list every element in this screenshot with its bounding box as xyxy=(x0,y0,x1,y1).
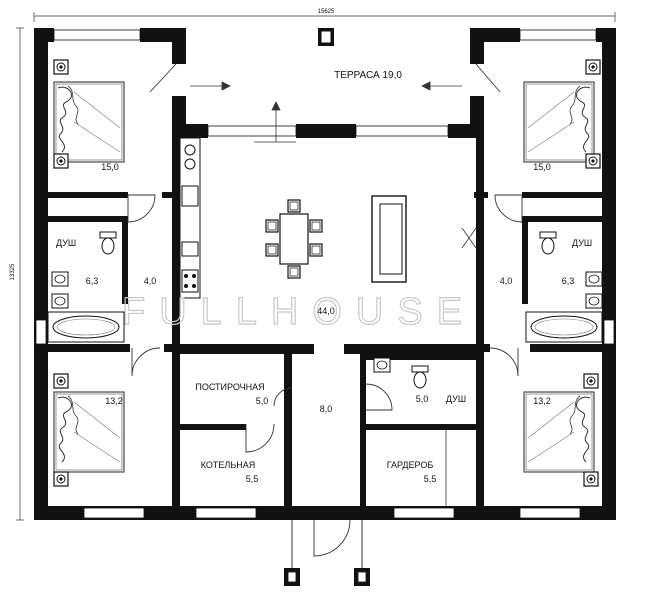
label-hall-left: 4,0 xyxy=(144,276,157,286)
label-boiler: КОТЕЛЬНАЯ xyxy=(201,460,255,470)
label-shower-right-area: 6,3 xyxy=(562,276,575,286)
label-bedroom-bottom-left: 13,2 xyxy=(105,396,123,406)
label-wardrobe-area: 5,5 xyxy=(424,474,437,484)
bed-top-right xyxy=(523,81,595,163)
label-wardrobe: ГАРДЕРОБ xyxy=(387,460,434,470)
nightstands xyxy=(53,59,601,487)
label-living: 44,0 xyxy=(317,306,335,316)
porch xyxy=(287,520,367,583)
label-shower-center: ДУШ xyxy=(446,394,466,404)
label-laundry-area: 5,0 xyxy=(256,396,269,406)
windows xyxy=(35,29,615,519)
label-shower-right: ДУШ xyxy=(572,238,592,248)
label-bedroom-top-right: 15,0 xyxy=(533,162,551,172)
label-shower-left-area: 6,3 xyxy=(86,276,99,286)
label-terrace: ТЕРРАСА 19,0 xyxy=(334,70,402,81)
watermark: FULLHOUSE xyxy=(122,291,476,333)
kitchen xyxy=(179,137,201,299)
width-dimension: 15625 xyxy=(318,9,335,15)
label-shower-left: ДУШ xyxy=(56,238,76,248)
sofa xyxy=(371,195,407,283)
label-shower-center-area: 5,0 xyxy=(416,394,429,404)
height-dimension: 13325 xyxy=(10,263,16,280)
label-laundry: ПОСТИРОЧНАЯ xyxy=(195,382,264,392)
doors xyxy=(127,63,523,557)
door-arrows xyxy=(190,81,477,249)
label-bedroom-top-left: 15,0 xyxy=(101,162,119,172)
bed-top-left xyxy=(53,81,125,163)
dimension-lines xyxy=(16,12,616,521)
label-boiler-area: 5,5 xyxy=(246,474,259,484)
label-corridor: 8,0 xyxy=(320,404,333,414)
label-bedroom-bottom-right: 13,2 xyxy=(533,396,551,406)
dining-table xyxy=(265,199,323,279)
label-hall-right: 4,0 xyxy=(500,276,513,286)
